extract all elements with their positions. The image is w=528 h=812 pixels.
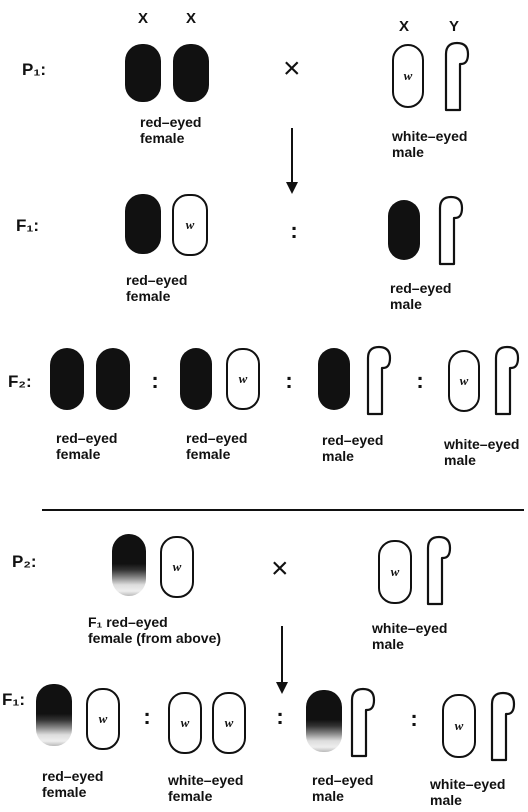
caption-f2-white-male: white–eyed male — [444, 436, 519, 468]
y-chromosome — [486, 690, 520, 762]
gene-w-label: w — [455, 718, 464, 734]
x-chromosome-label: X — [186, 10, 196, 27]
arrowhead-icon — [286, 182, 298, 194]
y-chromosome — [346, 686, 380, 758]
caption-f2-red-male: red–eyed male — [322, 432, 383, 464]
x-chromosome-dark — [125, 44, 161, 102]
ratio-symbol: : — [410, 714, 418, 724]
arrowhead-icon — [276, 682, 288, 694]
caption-f1b-white-female: white–eyed female — [168, 772, 243, 804]
gene-w-label: w — [391, 564, 400, 580]
y-chromosome — [422, 534, 456, 606]
generation-label-p1: P₁: — [22, 60, 46, 80]
y-chromosome — [490, 344, 524, 416]
x-chromosome-dark — [125, 194, 161, 254]
generation-label-f1-second: F₁: — [2, 690, 25, 710]
x-chromosome-white: w — [378, 540, 412, 604]
gene-w-label: w — [186, 217, 195, 233]
x-chromosome-white: w — [392, 44, 424, 108]
ratio-symbol: : — [290, 226, 298, 236]
caption-f1b-red-female: red–eyed female — [42, 768, 103, 800]
caption-f1b-red-male: red–eyed male — [312, 772, 373, 804]
caption-p2-female: F₁ red–eyed female (from above) — [88, 614, 221, 646]
caption-p2-male: white–eyed male — [372, 620, 447, 652]
caption-f2-red-female: red–eyed female — [56, 430, 117, 462]
gene-w-label: w — [99, 711, 108, 727]
x-chromosome-label: X — [138, 10, 148, 27]
x-chromosome-dark — [50, 348, 84, 410]
y-chromosome — [362, 344, 396, 416]
gene-w-label: w — [460, 373, 469, 389]
section-divider — [42, 509, 524, 511]
y-chromosome — [440, 40, 474, 112]
cross-symbol: × — [271, 552, 289, 586]
x-chromosome-dark — [388, 200, 420, 260]
x-chromosome-label: X — [399, 18, 409, 35]
x-chromosome-dark — [318, 348, 350, 410]
caption-f1-male: red–eyed male — [390, 280, 451, 312]
caption-f1-female: red–eyed female — [126, 272, 187, 304]
ratio-symbol: : — [143, 712, 151, 722]
ratio-symbol: : — [416, 376, 424, 386]
gene-w-label: w — [239, 371, 248, 387]
x-chromosome-mottled — [36, 684, 72, 746]
x-chromosome-mottled — [306, 690, 342, 752]
x-chromosome-dark — [180, 348, 212, 410]
x-chromosome-white: w — [442, 694, 476, 758]
down-arrow — [291, 128, 293, 182]
ratio-symbol: : — [285, 376, 293, 386]
gene-w-label: w — [404, 68, 413, 84]
caption-p1-female: red–eyed female — [140, 114, 201, 146]
x-chromosome-dark — [173, 44, 209, 102]
x-chromosome-mottled — [112, 534, 146, 596]
x-chromosome-white: w — [160, 536, 194, 598]
gene-w-label: w — [173, 559, 182, 575]
caption-p1-male: white–eyed male — [392, 128, 467, 160]
ratio-symbol: : — [151, 376, 159, 386]
generation-label-f1: F₁: — [16, 216, 39, 236]
x-chromosome-white: w — [226, 348, 260, 410]
gene-w-label: w — [225, 715, 234, 731]
x-chromosome-white: w — [168, 692, 202, 754]
y-chromosome — [434, 194, 468, 266]
down-arrow — [281, 626, 283, 682]
x-chromosome-white: w — [86, 688, 120, 750]
x-chromosome-white: w — [172, 194, 208, 256]
x-chromosome-dark — [96, 348, 130, 410]
caption-f1b-white-male: white–eyed male — [430, 776, 505, 808]
caption-f2-red-female: red–eyed female — [186, 430, 247, 462]
cross-symbol: × — [283, 52, 301, 86]
generation-label-p2: P₂: — [12, 552, 37, 572]
x-chromosome-white: w — [448, 350, 480, 412]
gene-w-label: w — [181, 715, 190, 731]
generation-label-f2: F₂: — [8, 372, 32, 392]
y-chromosome-label: Y — [449, 18, 459, 35]
x-chromosome-white: w — [212, 692, 246, 754]
ratio-symbol: : — [276, 712, 284, 722]
